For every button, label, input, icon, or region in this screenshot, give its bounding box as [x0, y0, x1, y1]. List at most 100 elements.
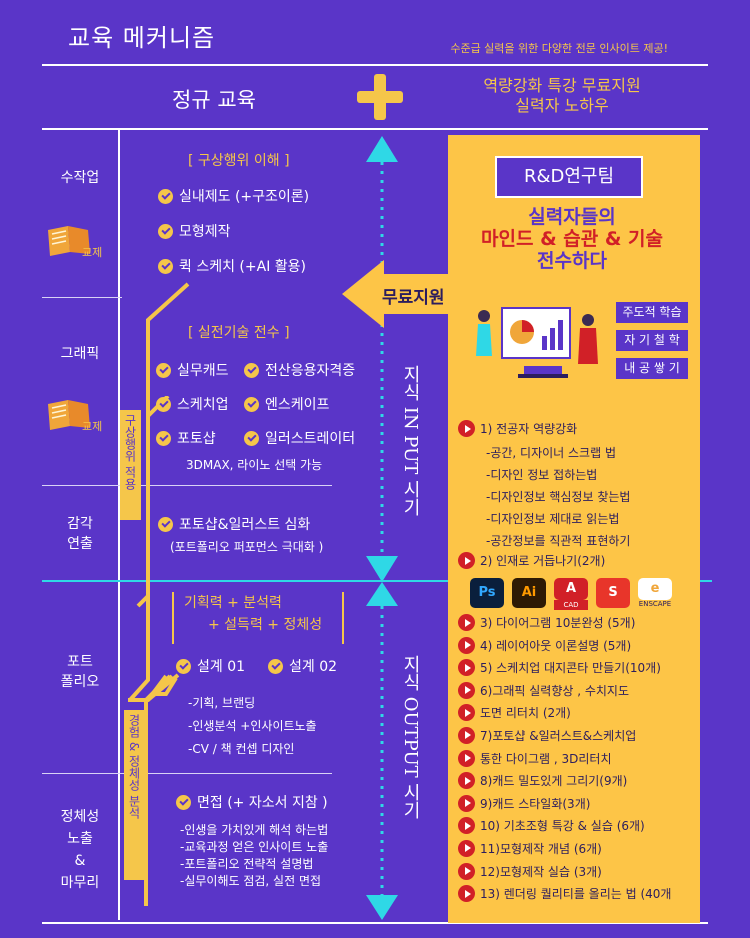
- lecture-item: 6)그래픽 실력향상 , 수치지도: [458, 681, 671, 699]
- section4-notes: -기획, 브랜딩 -인생분석 +인사이트노출 -CV / 책 컨셉 디자인: [188, 696, 317, 756]
- check-icon: [268, 658, 283, 674]
- rnd-slogan: 실력자들의 마인드 & 습관 & 기술 전수하다: [481, 206, 663, 272]
- lecture-item: 2) 인재로 거듭나기(2개): [458, 552, 605, 569]
- input-period-label: 지식 IN PUT 시기: [400, 365, 421, 516]
- play-icon: [458, 839, 475, 857]
- rnd-team-badge: R&D연구팀: [495, 156, 643, 198]
- learning-tags: 주도적 학습 자 기 철 학 내 공 쌓 기: [616, 302, 688, 379]
- lecture-item: 8)캐드 밀도있게 그리기(9개): [458, 772, 671, 790]
- check-icon: [158, 258, 173, 274]
- book-icon: [48, 226, 90, 256]
- enscape-icon: e: [638, 578, 672, 600]
- lecture-list: 3) 다이어그램 10분완성 (5개) 4) 레이어아웃 이론설명 (5개) 5…: [458, 614, 671, 903]
- list-item: 면접 (+ 자소서 지참 ): [176, 792, 328, 812]
- play-icon: [458, 794, 475, 812]
- play-icon: [458, 772, 475, 790]
- category-handwork: 수작업: [60, 170, 100, 186]
- play-icon: [458, 552, 475, 569]
- lecture1-subs: -공간, 디자이너 스크랩 법 -디자인 정보 접하는법 -디자인정보 핵심정보…: [486, 446, 631, 548]
- check-icon: [158, 223, 173, 239]
- divider: [42, 128, 708, 130]
- tag-philosophy: 자 기 철 학: [616, 330, 688, 351]
- list-item: 스케치업: [156, 394, 244, 414]
- lecture-item: 10) 기초조형 특강 & 실습 (6개): [458, 817, 671, 835]
- list-item: 포토샵&일러스트 심화: [158, 514, 310, 534]
- plus-icon-vertical: [374, 74, 386, 120]
- autocad-label: CAD: [554, 600, 588, 610]
- study-illustration: [476, 307, 598, 378]
- check-icon: [244, 362, 259, 378]
- timeline-arrows: [366, 136, 398, 920]
- check-icon: [156, 396, 171, 412]
- lecture-item: 5) 스케치업 대지콘타 만들기(10개): [458, 659, 671, 677]
- section1-list: 실내제도 (+구조이론) 모형제작 퀵 스케치 (+AI 활용): [158, 186, 309, 276]
- list-item: 모형제작: [158, 221, 309, 241]
- special-lecture-label: 역량강화 특강 무료지원 실력자 노하우: [483, 76, 641, 115]
- play-icon: [458, 726, 475, 744]
- autocad-icon: A: [554, 578, 588, 600]
- lecture-item: 9)캐드 스타일화(3개): [458, 794, 671, 812]
- output-period-label: 지식 OUTPUT 시기: [400, 655, 421, 820]
- section4-bracket: 기획력 + 분석력 + 설득력 + 정체성: [172, 592, 344, 644]
- play-icon: [458, 614, 475, 631]
- lecture-item: 7)포토샵 &일러스트&스케치업: [458, 726, 671, 744]
- list-item: 일러스트레이터: [244, 428, 384, 448]
- experience-analysis-label: 경험 & 정체성 분석: [124, 710, 145, 880]
- book-swap-group: [44, 222, 96, 262]
- play-icon: [458, 817, 475, 835]
- enscape-logo: e ENSCAPE: [638, 578, 672, 608]
- section2-list: 실무캐드 전산응용자격증 스케치업 엔스케이프 포토샵 일러스트레이터: [156, 360, 386, 448]
- lecture-item: 13) 렌더링 퀄리티를 올리는 법 (40개: [458, 885, 671, 903]
- section5-notes: -인생을 가치있게 해석 하는법 -교육과정 얻은 인사이트 노출 -포트폴리오…: [180, 823, 329, 888]
- category-sense: 감각 연출: [67, 516, 93, 552]
- play-icon: [458, 659, 475, 677]
- timeline-line: [118, 130, 120, 920]
- check-icon: [156, 430, 171, 446]
- page-subtitle: 수준급 실력을 위한 다양한 전문 인사이트 제공!: [450, 42, 668, 55]
- section2-note: 3DMAX, 라이노 선택 가능: [186, 458, 323, 472]
- play-icon: [458, 704, 475, 722]
- check-icon: [176, 658, 191, 674]
- play-icon: [458, 420, 475, 437]
- software-icons: Ps Ai A CAD S e ENSCAPE: [470, 578, 672, 610]
- swap-label: 교제: [82, 420, 103, 433]
- play-icon: [458, 636, 475, 654]
- concept-applied-label: 구상행위 적용: [120, 410, 141, 520]
- tag-inner-strength: 내 공 쌓 기: [616, 358, 688, 379]
- check-icon: [158, 188, 173, 204]
- play-icon: [458, 885, 475, 903]
- category-graphic: 그래픽: [60, 346, 100, 362]
- sketchup-icon: S: [596, 578, 630, 608]
- divider: [42, 773, 332, 774]
- free-support-arrow: [342, 260, 458, 328]
- divider: [42, 64, 708, 66]
- list-item: 설계 02: [268, 656, 337, 676]
- lecture-item: 4) 레이어아웃 이론설명 (5개): [458, 636, 671, 654]
- lecture-item: 3) 다이어그램 10분완성 (5개): [458, 614, 671, 631]
- play-icon: [458, 749, 475, 767]
- list-item: 엔스케이프: [244, 394, 384, 414]
- free-support-label: 무료지원: [382, 288, 445, 308]
- book-swap-group: [44, 396, 96, 436]
- play-icon: [458, 862, 475, 880]
- swap-label: 교제: [82, 246, 103, 259]
- illustrator-icon: Ai: [512, 578, 546, 608]
- section1-title: [ 구상행위 이해 ]: [188, 153, 290, 169]
- check-icon: [244, 396, 259, 412]
- lecture-item: 1) 전공자 역량강화: [458, 420, 577, 437]
- lecture-item: 통한 다이그램 , 3D리터치: [458, 749, 671, 767]
- enscape-label: ENSCAPE: [638, 600, 672, 608]
- lecture-item: 12)모형제작 실습 (3개): [458, 862, 671, 880]
- divider: [42, 485, 332, 486]
- category-final: 정체성 노출 & 마무리: [60, 809, 100, 891]
- check-icon: [156, 362, 171, 378]
- list-item: 전산응용자격증: [244, 360, 384, 380]
- page-title: 교육 메커니즘: [68, 24, 216, 52]
- divider: [42, 922, 708, 924]
- category-portfolio: 포트 폴리오: [60, 654, 100, 690]
- check-icon: [176, 794, 191, 810]
- rnd-panel: [448, 135, 700, 923]
- section2-title: [ 실전기술 전수 ]: [188, 325, 290, 341]
- play-icon: [458, 681, 475, 699]
- list-item: 퀵 스케치 (+AI 활용): [158, 256, 309, 276]
